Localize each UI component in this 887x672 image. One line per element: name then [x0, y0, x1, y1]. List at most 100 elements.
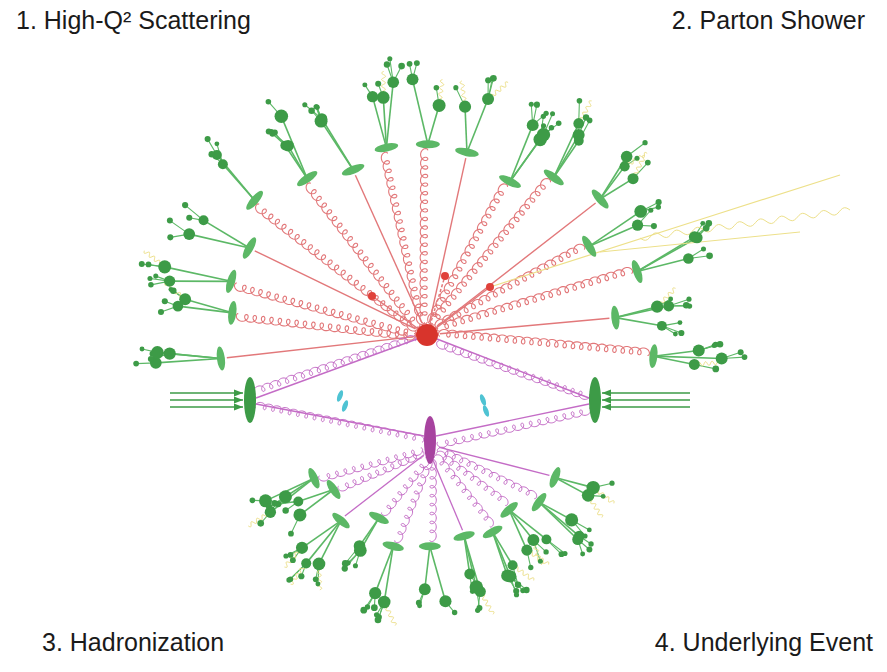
hadron-dot: [275, 110, 289, 124]
decay-dot: [587, 528, 592, 533]
gluon-line: [437, 408, 591, 447]
decay-dot: [550, 111, 555, 116]
cluster-ellipse: [244, 189, 266, 212]
hadron-dot: [573, 118, 584, 129]
decay-dot: [701, 247, 706, 252]
decay-dot: [556, 121, 562, 127]
decay-dot: [186, 215, 192, 221]
decay-dot: [384, 61, 390, 67]
cluster-ellipse: [224, 269, 239, 294]
decay-dot: [182, 202, 188, 208]
decay-dot: [515, 582, 521, 588]
hadron-dot: [521, 545, 532, 556]
cluster-ellipse: [330, 510, 352, 530]
hadron-dot: [663, 301, 674, 312]
hadron-track: [464, 536, 476, 587]
cluster-ellipse: [240, 235, 258, 260]
gluon-line: [306, 183, 420, 328]
hadron-track: [217, 155, 255, 200]
decay-dot: [583, 114, 589, 120]
hadron-dot: [407, 73, 419, 85]
decay-dot: [407, 61, 413, 67]
decay-dot: [529, 102, 534, 107]
gluon-line: [395, 459, 433, 543]
cluster-ellipse: [529, 491, 549, 513]
decay-dot: [580, 551, 585, 556]
decay-dot: [398, 63, 405, 70]
hadron-dot: [293, 497, 303, 507]
stage-label: 2. Parton Shower: [668, 4, 869, 36]
hadron-track: [425, 546, 430, 589]
hadron-dot: [315, 115, 328, 128]
gluon-line: [319, 448, 423, 481]
hadron-track: [509, 510, 546, 540]
cluster-ellipse: [295, 168, 319, 188]
remnant-ellipse: [482, 405, 491, 418]
decay-dot: [520, 588, 525, 593]
cluster-ellipse: [580, 234, 599, 259]
decay-dot: [452, 610, 457, 615]
gluon-line: [420, 149, 428, 324]
hadron-dot: [627, 173, 638, 184]
decay-dot: [298, 573, 304, 579]
decay-dot: [360, 607, 367, 614]
beam-line: [170, 392, 243, 394]
hadron-track: [600, 179, 633, 199]
decay-dot: [208, 151, 214, 157]
underlying-event-blob: [424, 416, 436, 464]
parton-line: [437, 339, 589, 398]
cluster-ellipse: [610, 305, 620, 330]
decay-dot: [214, 141, 219, 146]
hadron-track: [302, 521, 341, 548]
hadron-track: [185, 299, 232, 313]
stage-label: 3. Hadronization: [38, 626, 228, 658]
decay-dot: [205, 136, 211, 142]
hadron-track: [465, 107, 467, 153]
remnant-ellipse: [336, 390, 345, 403]
decay-dot: [283, 553, 288, 558]
parton-line: [255, 251, 416, 329]
decay-dot: [268, 506, 274, 512]
decay-dot: [453, 85, 458, 90]
hadron-dot: [459, 101, 471, 113]
decay-dot: [648, 208, 653, 213]
cluster-ellipse: [215, 346, 226, 371]
decay-dot: [266, 99, 272, 105]
proton-ellipse: [589, 377, 601, 423]
stage-label: 4. Underlying Event: [651, 626, 877, 658]
hadron-dot: [565, 513, 578, 526]
decay-dot: [562, 551, 567, 556]
beam-arrowhead: [234, 390, 243, 397]
decay-dot: [742, 354, 748, 360]
hadron-dot: [313, 558, 326, 571]
hadron-track: [637, 237, 694, 272]
hadron-track: [178, 306, 232, 313]
hadron-dot: [387, 76, 399, 88]
decay-dot: [678, 330, 684, 336]
beam-arrowhead: [602, 390, 611, 397]
parton-line: [427, 287, 490, 335]
gluon-line: [434, 455, 493, 527]
hadron-track: [413, 79, 428, 144]
hadron-track: [321, 121, 353, 170]
hadron-dot: [683, 253, 694, 264]
parton-line: [433, 459, 463, 530]
decay-dot: [313, 576, 319, 582]
decay-dot: [673, 332, 678, 337]
hadron-track: [384, 546, 393, 602]
decay-dot: [158, 309, 164, 315]
hadron-track: [189, 234, 249, 248]
hadron-dot: [537, 128, 550, 141]
parton-line: [227, 337, 414, 358]
hadron-dot: [293, 508, 306, 521]
decay-dot: [288, 552, 294, 558]
decay-dot: [302, 102, 307, 107]
branching-dot: [486, 283, 494, 291]
hadron-track: [539, 502, 578, 539]
decay-dot: [416, 600, 422, 606]
proton-ellipse: [244, 377, 256, 423]
dot-layer: [133, 56, 747, 623]
decay-dot: [683, 302, 690, 309]
hadron-track: [653, 350, 698, 356]
